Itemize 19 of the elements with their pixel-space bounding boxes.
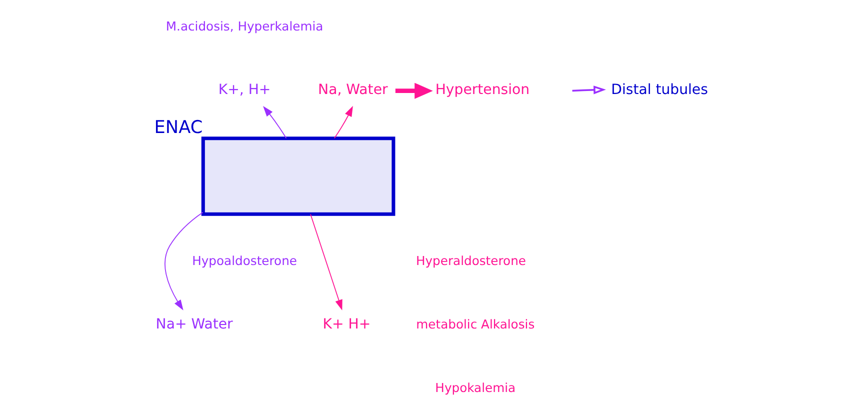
node-text: Na, Water [318, 82, 388, 98]
arrow [164, 212, 203, 310]
label: metabolic Alkalosis [416, 317, 534, 332]
arrow [333, 106, 352, 139]
node-text: Hypertension [434, 82, 530, 98]
arrow [394, 82, 432, 99]
label: Hypoaldosterone [192, 254, 296, 268]
label: Hypokalemia [434, 380, 516, 395]
arrow [262, 106, 286, 139]
node-text: Distal tubules [610, 82, 708, 98]
arrow [572, 86, 606, 94]
node-box [200, 136, 395, 216]
label: M.acidosis, Hyperkalemia [165, 20, 323, 34]
node-label: ENAC [154, 118, 202, 138]
node-text: K+ H+ [322, 316, 370, 333]
node-text: Na+ Water [155, 316, 232, 333]
arrow [310, 214, 342, 310]
node-text: K+, H+ [218, 82, 270, 98]
label: Hyperaldosterone [415, 254, 526, 268]
